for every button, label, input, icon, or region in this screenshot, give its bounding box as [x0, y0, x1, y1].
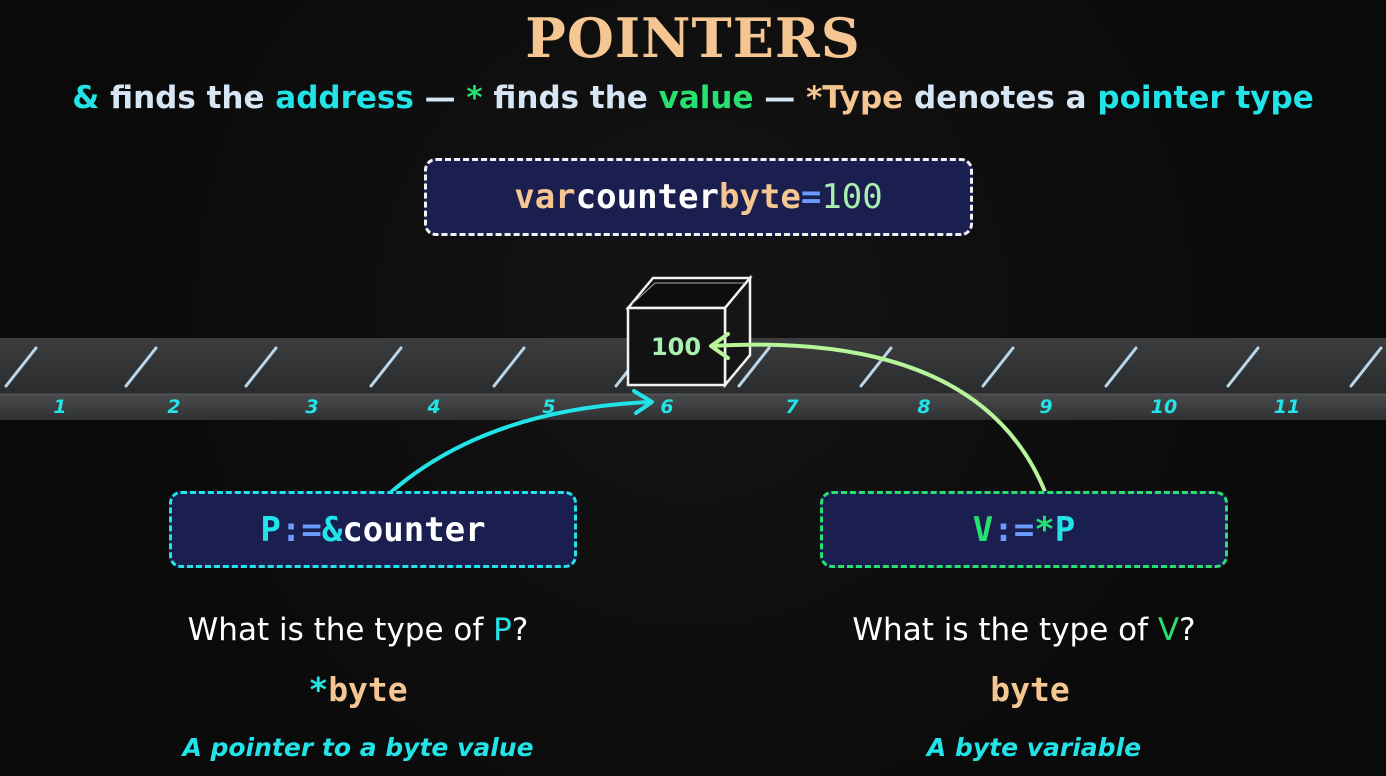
cell-divider: [1349, 346, 1383, 388]
subtitle-address: address: [275, 80, 414, 116]
subtitle-pointer-type: pointer type: [1097, 80, 1314, 116]
subtitle-text-1: finds the: [99, 80, 276, 116]
subtitle-text-3: denotes a: [903, 80, 1098, 116]
right-answer: byte: [770, 670, 1290, 709]
value-target: P: [1054, 509, 1076, 550]
cell-divider: [244, 346, 278, 388]
left-question-var: P: [493, 612, 512, 648]
cell-label: 2: [167, 396, 180, 418]
pointer-target: counter: [342, 509, 486, 550]
subtitle-star-type: *Type: [806, 80, 904, 116]
cell-label: 4: [426, 396, 440, 418]
cell-label: 9: [1039, 396, 1052, 418]
cell-label: 7: [785, 396, 799, 418]
left-answer: *byte: [98, 670, 618, 709]
right-question-var: V: [1157, 612, 1180, 648]
cell-divider: [4, 346, 38, 388]
left-question: What is the type of P?: [98, 612, 618, 648]
pointer-amp: &: [321, 509, 343, 550]
subtitle-amp: &: [72, 80, 100, 116]
memory-strip-base: [0, 394, 1386, 420]
cell-divider: [1104, 346, 1138, 388]
memory-box: 100: [625, 274, 753, 389]
left-answer-star: *: [308, 670, 329, 709]
right-note: A byte variable: [926, 733, 1142, 762]
subtitle-value: value: [658, 80, 754, 116]
pointer-var: P: [260, 509, 281, 550]
cell-label: 11: [1274, 396, 1300, 418]
cell-divider: [737, 346, 771, 388]
left-question-prefix: What is the type of: [187, 612, 494, 648]
value-operator: :=: [993, 509, 1035, 550]
decl-value: 100: [821, 177, 883, 217]
left-note: A pointer to a byte value: [182, 733, 534, 762]
subtitle-dash-2: —: [753, 80, 807, 116]
right-answer-type: byte: [990, 670, 1070, 709]
decl-keyword: var: [514, 177, 576, 217]
left-question-suffix: ?: [511, 612, 529, 648]
cell-label: 10: [1151, 396, 1177, 418]
page-title: POINTERS: [525, 6, 861, 70]
cell-divider: [859, 346, 893, 388]
declaration-code-box: var counter byte = 100: [424, 158, 973, 236]
decl-name: counter: [575, 177, 719, 217]
subtitle-dash-1: —: [413, 80, 467, 116]
cell-divider: [369, 346, 403, 388]
left-answer-type: byte: [328, 670, 408, 709]
right-question-prefix: What is the type of: [852, 612, 1158, 648]
memory-box-value: 100: [651, 333, 701, 361]
decl-type: byte: [718, 177, 801, 217]
value-code-box: V := *P: [820, 491, 1228, 568]
value-star: *: [1034, 509, 1055, 550]
cell-divider: [1226, 346, 1260, 388]
pointer-operator: :=: [280, 509, 322, 550]
decl-operator: =: [800, 177, 822, 217]
cell-divider: [981, 346, 1015, 388]
value-var: V: [972, 509, 994, 550]
cell-label: 6: [660, 396, 673, 418]
subtitle-star: *: [466, 80, 483, 116]
subtitle-text-2: finds the: [482, 80, 659, 116]
cell-divider: [124, 346, 158, 388]
pointer-code-box: P := &counter: [169, 491, 577, 568]
subtitle: & finds the address — * finds the value …: [0, 80, 1386, 116]
dereference-arrow: [709, 332, 1052, 506]
right-question: What is the type of V?: [764, 612, 1284, 648]
address-arrow: [370, 389, 654, 512]
right-question-suffix: ?: [1179, 612, 1196, 648]
cell-label: 1: [53, 396, 66, 418]
cell-label: 3: [305, 396, 318, 418]
cell-label: 8: [917, 396, 930, 418]
cell-divider: [492, 346, 526, 388]
